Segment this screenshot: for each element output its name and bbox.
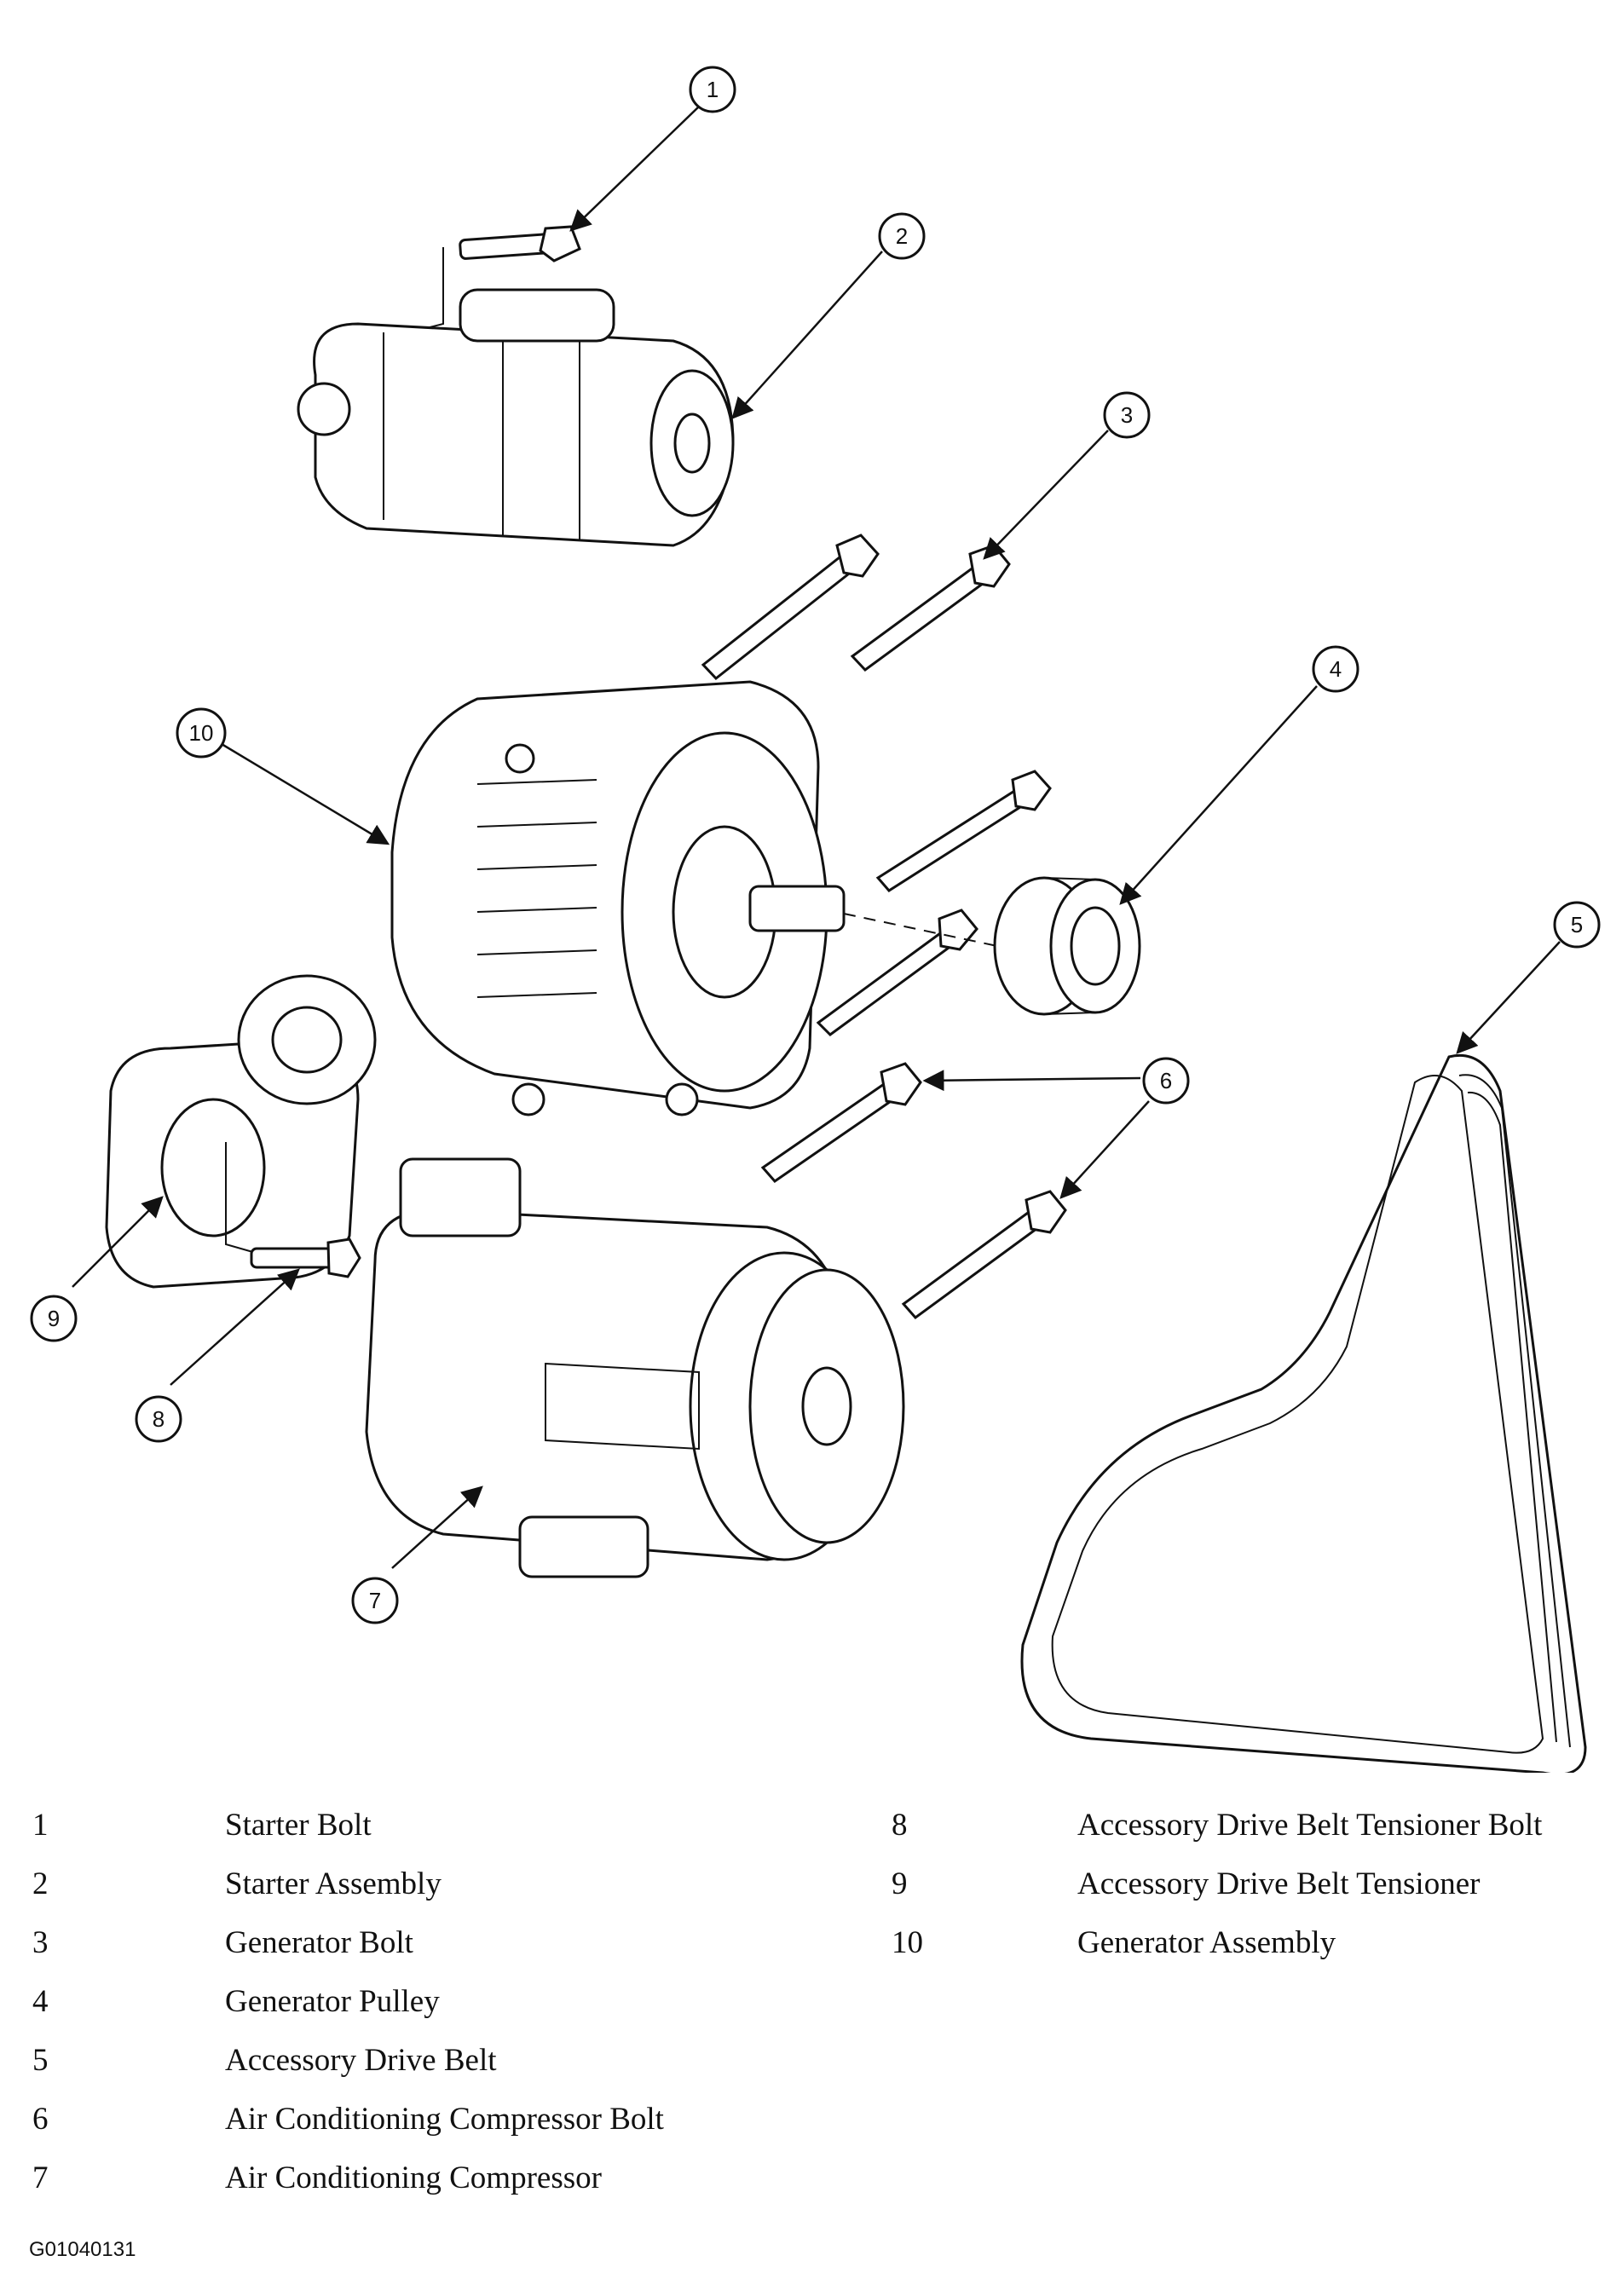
svg-text:5: 5 (1571, 912, 1583, 937)
exploded-parts-diagram: 1 2 3 4 5 6 7 8 9 10 (30, 66, 1601, 1773)
svg-text:2: 2 (896, 223, 908, 249)
svg-text:4: 4 (1330, 656, 1342, 682)
legend-row: 2 Starter Assembly (32, 1866, 799, 1924)
callout-1: 1 (689, 66, 736, 113)
legend-label: Generator Assembly (1077, 1925, 1336, 1960)
legend-number: 2 (32, 1866, 49, 1901)
callout-2: 2 (878, 212, 926, 260)
generator-bolts (701, 534, 1052, 1036)
generator-pulley (843, 876, 1141, 1016)
legend-row: 1 Starter Bolt (32, 1807, 799, 1866)
legend-row: 5 Accessory Drive Belt (32, 2042, 799, 2101)
legend-row: 10 Generator Assembly (892, 1924, 1622, 1983)
legend-number: 3 (32, 1925, 49, 1960)
ac-compressor-bolts (760, 1062, 1067, 1320)
callout-6: 6 (1142, 1057, 1190, 1105)
callout-4: 4 (1312, 645, 1359, 693)
legend-row: 7 Air Conditioning Compressor (32, 2160, 799, 2218)
legend-label: Generator Pulley (225, 1984, 440, 2019)
belt-tensioner (105, 974, 377, 1289)
svg-text:3: 3 (1121, 402, 1133, 428)
accessory-drive-belt (1020, 1053, 1587, 1773)
legend-row: 6 Air Conditioning Compressor Bolt (32, 2101, 799, 2160)
legend-column-left: 1 Starter Bolt 2 Starter Assembly 3 Gene… (32, 1807, 799, 2218)
legend-number: 1 (32, 1808, 49, 1843)
legend-label: Accessory Drive Belt Tensioner Bolt (1077, 1808, 1543, 1843)
legend-number: 5 (32, 2043, 49, 2078)
svg-text:6: 6 (1160, 1068, 1172, 1093)
callout-8: 8 (135, 1395, 182, 1443)
svg-text:8: 8 (153, 1406, 165, 1432)
legend-number: 4 (32, 1984, 49, 2019)
legend-label: Accessory Drive Belt Tensioner (1077, 1866, 1481, 1901)
parts-legend: 1 Starter Bolt 2 Starter Assembly 3 Gene… (0, 1807, 1622, 2250)
ac-compressor (365, 1157, 905, 1578)
legend-row: 4 Generator Pulley (32, 1983, 799, 2042)
callout-10: 10 (176, 707, 227, 759)
callout-3: 3 (1103, 391, 1151, 439)
legend-number: 7 (32, 2160, 49, 2195)
legend-row: 8 Accessory Drive Belt Tensioner Bolt (892, 1807, 1622, 1866)
svg-text:1: 1 (707, 77, 719, 102)
legend-row: 9 Accessory Drive Belt Tensioner (892, 1866, 1622, 1924)
legend-label: Starter Bolt (225, 1808, 372, 1843)
callout-7: 7 (351, 1577, 399, 1624)
legend-number: 6 (32, 2102, 49, 2137)
svg-text:7: 7 (369, 1588, 381, 1613)
starter-bolt (425, 225, 581, 329)
legend-label: Air Conditioning Compressor (225, 2160, 602, 2195)
legend-label: Air Conditioning Compressor Bolt (225, 2102, 664, 2137)
legend-number: 9 (892, 1866, 908, 1901)
legend-number: 10 (892, 1925, 923, 1960)
legend-label: Generator Bolt (225, 1925, 413, 1960)
legend-label: Starter Assembly (225, 1866, 442, 1901)
callout-9: 9 (30, 1295, 78, 1342)
generator-assembly (390, 680, 846, 1116)
legend-number: 8 (892, 1808, 908, 1843)
callout-5: 5 (1553, 901, 1601, 949)
legend-label: Accessory Drive Belt (225, 2043, 497, 2078)
starter-assembly (297, 288, 735, 547)
legend-column-right: 8 Accessory Drive Belt Tensioner Bolt 9 … (892, 1807, 1622, 1983)
leader-lines (72, 106, 1561, 1569)
svg-text:10: 10 (189, 720, 214, 746)
figure-id: G01040131 (29, 2238, 136, 2261)
legend-row: 3 Generator Bolt (32, 1924, 799, 1983)
svg-text:9: 9 (48, 1306, 60, 1331)
tensioner-bolt (250, 1237, 361, 1278)
